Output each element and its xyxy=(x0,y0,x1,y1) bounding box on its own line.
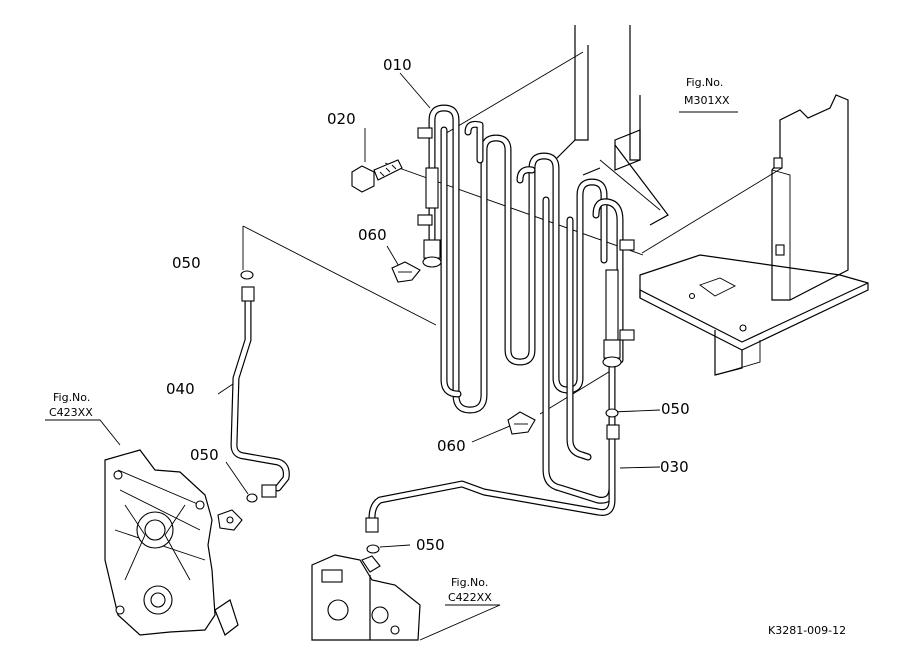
fig-ref-label: Fig.No. xyxy=(451,576,488,589)
clip-upper xyxy=(391,261,421,283)
leader-lines xyxy=(45,51,783,641)
label-050-a: 050 xyxy=(172,254,201,272)
frame-bracket xyxy=(554,25,869,376)
label-020: 020 xyxy=(327,110,356,128)
fig-ref-label: Fig.No. xyxy=(53,391,90,404)
label-010: 010 xyxy=(383,56,412,74)
drawing-code: K3281-009-12 xyxy=(768,624,846,637)
label-050-d: 050 xyxy=(416,536,445,554)
label-030: 030 xyxy=(660,458,689,476)
fig-ref-code: C423XX xyxy=(49,406,93,419)
bolt xyxy=(351,159,403,193)
o-ring-3 xyxy=(246,493,258,503)
label-060-a: 060 xyxy=(358,226,387,244)
fig-ref-code: M301XX xyxy=(684,94,730,107)
pipe-040 xyxy=(230,286,290,498)
fig-ref-c423xx: Fig.No. C423XX xyxy=(49,391,93,419)
o-ring-1 xyxy=(240,270,254,280)
part-labels: 010 020 030 040 050 050 050 050 060 060 xyxy=(166,56,690,554)
clip-lower xyxy=(507,411,536,435)
housing-left xyxy=(104,449,243,636)
fig-ref-c422xx: Fig.No. C422XX xyxy=(448,576,492,604)
fig-ref-code: C422XX xyxy=(448,591,492,604)
pipe-030 xyxy=(365,424,620,533)
fig-ref-label: Fig.No. xyxy=(686,76,723,89)
label-050-c: 050 xyxy=(190,446,219,464)
label-050-b: 050 xyxy=(661,400,690,418)
housing-center xyxy=(311,554,421,641)
label-040: 040 xyxy=(166,380,195,398)
fig-ref-m301xx: Fig.No. M301XX xyxy=(684,76,730,107)
o-ring-4 xyxy=(366,544,380,554)
o-ring-2 xyxy=(605,408,619,418)
label-060-b: 060 xyxy=(437,437,466,455)
